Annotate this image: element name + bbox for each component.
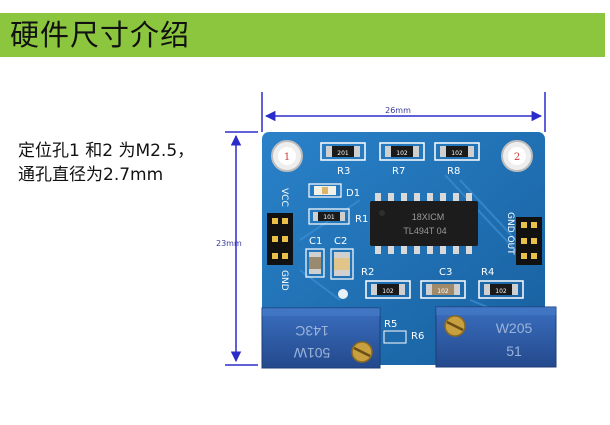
potentiometer-right: W205 51 — [435, 306, 557, 368]
mounting-hole-2: 2 — [501, 140, 533, 172]
resistor-r7-code: 102 — [396, 150, 408, 157]
capacitor-c3-code: 102 — [437, 288, 449, 295]
resistor-r1: 101 — [308, 208, 350, 225]
resistor-r2: 102 — [365, 280, 411, 299]
resistor-r4: 102 — [478, 280, 524, 299]
label-gnd-out: GND OUT — [505, 212, 515, 255]
resistor-r7: 102 — [379, 142, 425, 161]
led-d1 — [308, 183, 342, 198]
ic-tl494: 18XICM TL494T 04 — [370, 193, 478, 254]
capacitor-c3: 102 — [420, 280, 466, 299]
label-vcc: VCC — [279, 188, 289, 207]
hole-label-1: 1 — [284, 152, 290, 163]
label-r4: R4 — [481, 267, 494, 278]
mounting-hole-1: 1 — [271, 140, 303, 172]
label-r6: R6 — [411, 331, 424, 342]
height-label: 23mm — [216, 239, 242, 248]
description-line-2: 通孔直径为2.7mm — [18, 165, 164, 185]
pad-r5 — [383, 330, 407, 344]
capacitor-c1 — [305, 248, 325, 278]
pot-right-marking-2: 51 — [506, 343, 522, 359]
resistor-r3: 201 — [320, 142, 366, 161]
page-title: 硬件尺寸介绍 — [10, 18, 191, 52]
width-label: 26mm — [385, 106, 411, 115]
potentiometer-left: 143C 501W — [261, 307, 381, 369]
label-c2: C2 — [334, 236, 347, 247]
hole-label-2: 2 — [514, 152, 520, 163]
label-gnd-left: GND — [279, 270, 289, 291]
label-r8: R8 — [447, 166, 460, 177]
via — [338, 289, 348, 299]
label-c1: C1 — [309, 236, 322, 247]
label-r2: R2 — [361, 267, 374, 278]
resistor-r3-code: 201 — [337, 150, 349, 157]
resistor-r2-code: 102 — [382, 288, 394, 295]
resistor-r8: 102 — [434, 142, 480, 161]
hole-description: 定位孔1 和2 为M2.5， 通孔直径为2.7mm — [18, 139, 194, 187]
label-r7: R7 — [392, 166, 405, 177]
label-d1: D1 — [346, 188, 360, 199]
capacitor-c2 — [330, 248, 354, 280]
ic-marking-2: TL494T 04 — [403, 226, 446, 236]
pot-right-marking-1: W205 — [496, 320, 533, 336]
resistor-r8-code: 102 — [451, 150, 463, 157]
label-r5: R5 — [384, 319, 397, 330]
label-c3: C3 — [439, 267, 452, 278]
header-banner: 硬件尺寸介绍 — [0, 13, 605, 57]
label-r1: R1 — [355, 214, 368, 225]
ic-marking-1: 18XICM — [412, 212, 445, 222]
header-left — [267, 213, 293, 265]
pot-left-marking-2: 501W — [293, 345, 330, 361]
description-line-1: 定位孔1 和2 为M2.5， — [18, 141, 195, 161]
resistor-r4-code: 102 — [495, 288, 507, 295]
pot-left-marking-1: 143C — [295, 323, 328, 339]
header-right — [516, 217, 542, 265]
resistor-r1-code: 101 — [323, 214, 335, 221]
label-r3: R3 — [337, 166, 350, 177]
